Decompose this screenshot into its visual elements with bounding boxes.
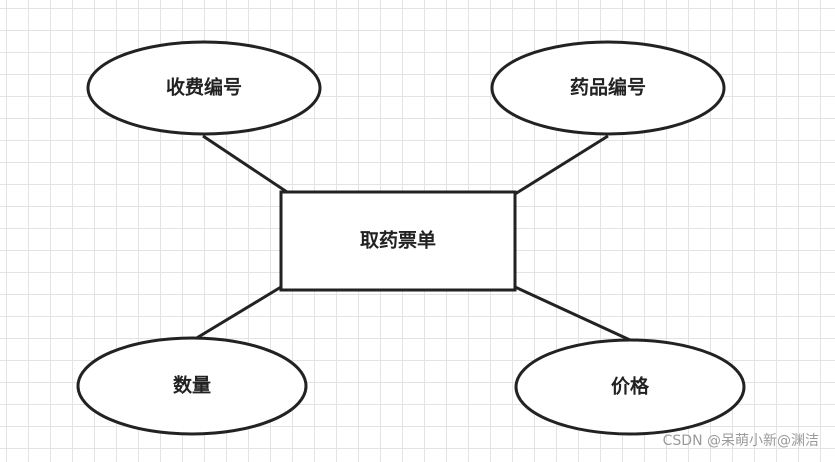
entity-label: 取药票单 xyxy=(360,229,436,252)
connector-entity-to-fee-id xyxy=(202,134,288,194)
attribute-label-price: 价格 xyxy=(611,375,650,398)
connector-entity-to-price xyxy=(514,285,631,342)
attribute-ellipse-fee-id xyxy=(86,40,322,136)
watermark: CSDN @呆萌小新@渊洁 xyxy=(662,433,819,449)
attribute-label-fee-id: 收费编号 xyxy=(166,76,242,99)
attribute-ellipse-quantity xyxy=(76,336,308,436)
attribute-label-drug-id: 药品编号 xyxy=(570,76,646,99)
attribute-label-quantity: 数量 xyxy=(173,374,211,397)
entity-box xyxy=(279,190,517,292)
connector-entity-to-quantity xyxy=(194,285,282,341)
connector-entity-to-drug-id xyxy=(514,134,609,196)
attribute-ellipse-price xyxy=(514,338,746,436)
attribute-ellipse-drug-id xyxy=(490,40,726,136)
